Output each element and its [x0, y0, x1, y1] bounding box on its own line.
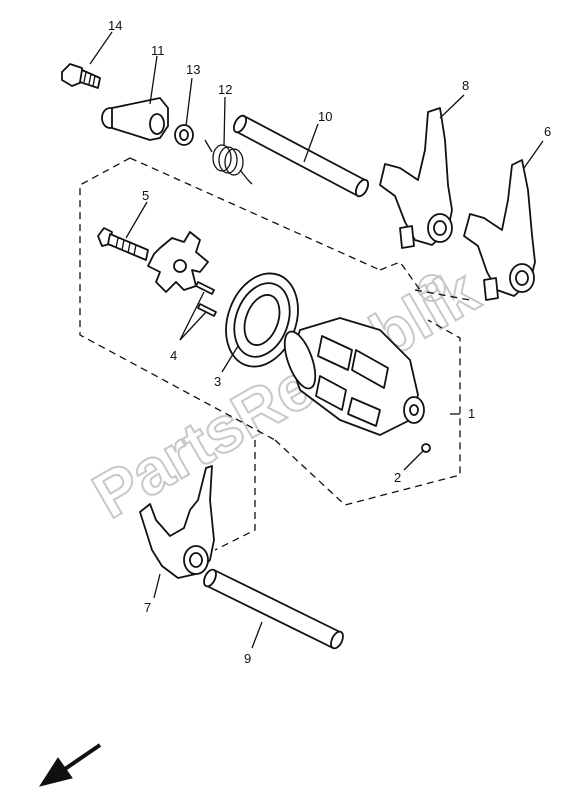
- part-5-bolt: [97, 227, 149, 261]
- label-4: 4: [170, 348, 177, 363]
- label-14: 14: [108, 18, 122, 33]
- part-11-stopper-lever: [101, 97, 169, 141]
- label-13: 13: [186, 62, 200, 77]
- part-9-shaft: [203, 568, 344, 650]
- label-11: 11: [151, 43, 165, 58]
- label-5: 5: [142, 188, 149, 203]
- part-13-washer: [174, 124, 194, 146]
- label-1: 1: [468, 406, 475, 421]
- label-9: 9: [244, 651, 251, 666]
- part-7-shift-fork: [139, 465, 215, 579]
- part-12-spring: [204, 139, 253, 185]
- part-10-shaft: [232, 114, 370, 198]
- assembly-boundary: [79, 157, 471, 551]
- arrow-down-left-icon: [38, 743, 102, 787]
- leader-lines: [89, 31, 544, 649]
- part-6-shift-fork: [463, 159, 536, 301]
- segment-plate: [147, 231, 209, 293]
- label-6: 6: [544, 124, 551, 139]
- part-4-dowel-pins: [195, 281, 217, 317]
- label-7: 7: [144, 600, 151, 615]
- label-10: 10: [318, 109, 332, 124]
- part-1-shift-drum: [283, 317, 425, 436]
- label-12: 12: [218, 82, 232, 97]
- label-8: 8: [462, 78, 469, 93]
- label-2: 2: [394, 470, 401, 485]
- part-8-shift-fork: [379, 107, 453, 249]
- part-14-bolt: [61, 63, 101, 89]
- part-number-labels: 14 11 13 12 10 8 6 5 4 3 1 2 7 9: [108, 18, 551, 666]
- label-3: 3: [214, 374, 221, 389]
- part-3-bearing: [225, 272, 299, 368]
